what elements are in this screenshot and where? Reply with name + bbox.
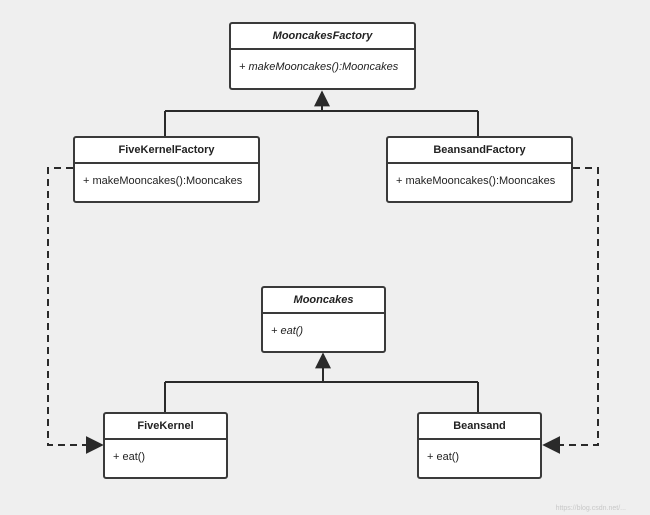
class-name: FiveKernel: [105, 414, 226, 440]
class-operation: + eat(): [427, 451, 460, 463]
class-five-kernel-factory[interactable]: FiveKernelFactory + makeMooncakes():Moon…: [73, 136, 260, 203]
class-five-kernel[interactable]: FiveKernel + eat(): [103, 412, 228, 479]
watermark: https://blog.csdn.net/...: [555, 505, 626, 512]
class-operation: + makeMooncakes():Mooncakes: [83, 175, 243, 187]
class-name: BeansandFactory: [388, 138, 571, 164]
class-operation: + makeMooncakes():Mooncakes: [239, 61, 399, 73]
class-operation: + eat(): [113, 451, 146, 463]
class-name: Mooncakes: [263, 288, 384, 314]
class-beansand-factory[interactable]: BeansandFactory + makeMooncakes():Moonca…: [386, 136, 573, 203]
product-inheritance-lines: [164, 352, 479, 413]
factory-inheritance-lines: [164, 90, 479, 137]
class-operation: + makeMooncakes():Mooncakes: [396, 175, 556, 187]
dependency-lines: [47, 167, 599, 454]
class-mooncakes-factory[interactable]: MooncakesFactory + makeMooncakes():Moonc…: [229, 22, 416, 90]
class-beansand[interactable]: Beansand + eat(): [417, 412, 542, 479]
class-mooncakes[interactable]: Mooncakes + eat(): [261, 286, 386, 353]
class-name: MooncakesFactory: [231, 24, 414, 50]
class-name: FiveKernelFactory: [75, 138, 258, 164]
class-name: Beansand: [419, 414, 540, 440]
class-operation: + eat(): [271, 325, 304, 337]
